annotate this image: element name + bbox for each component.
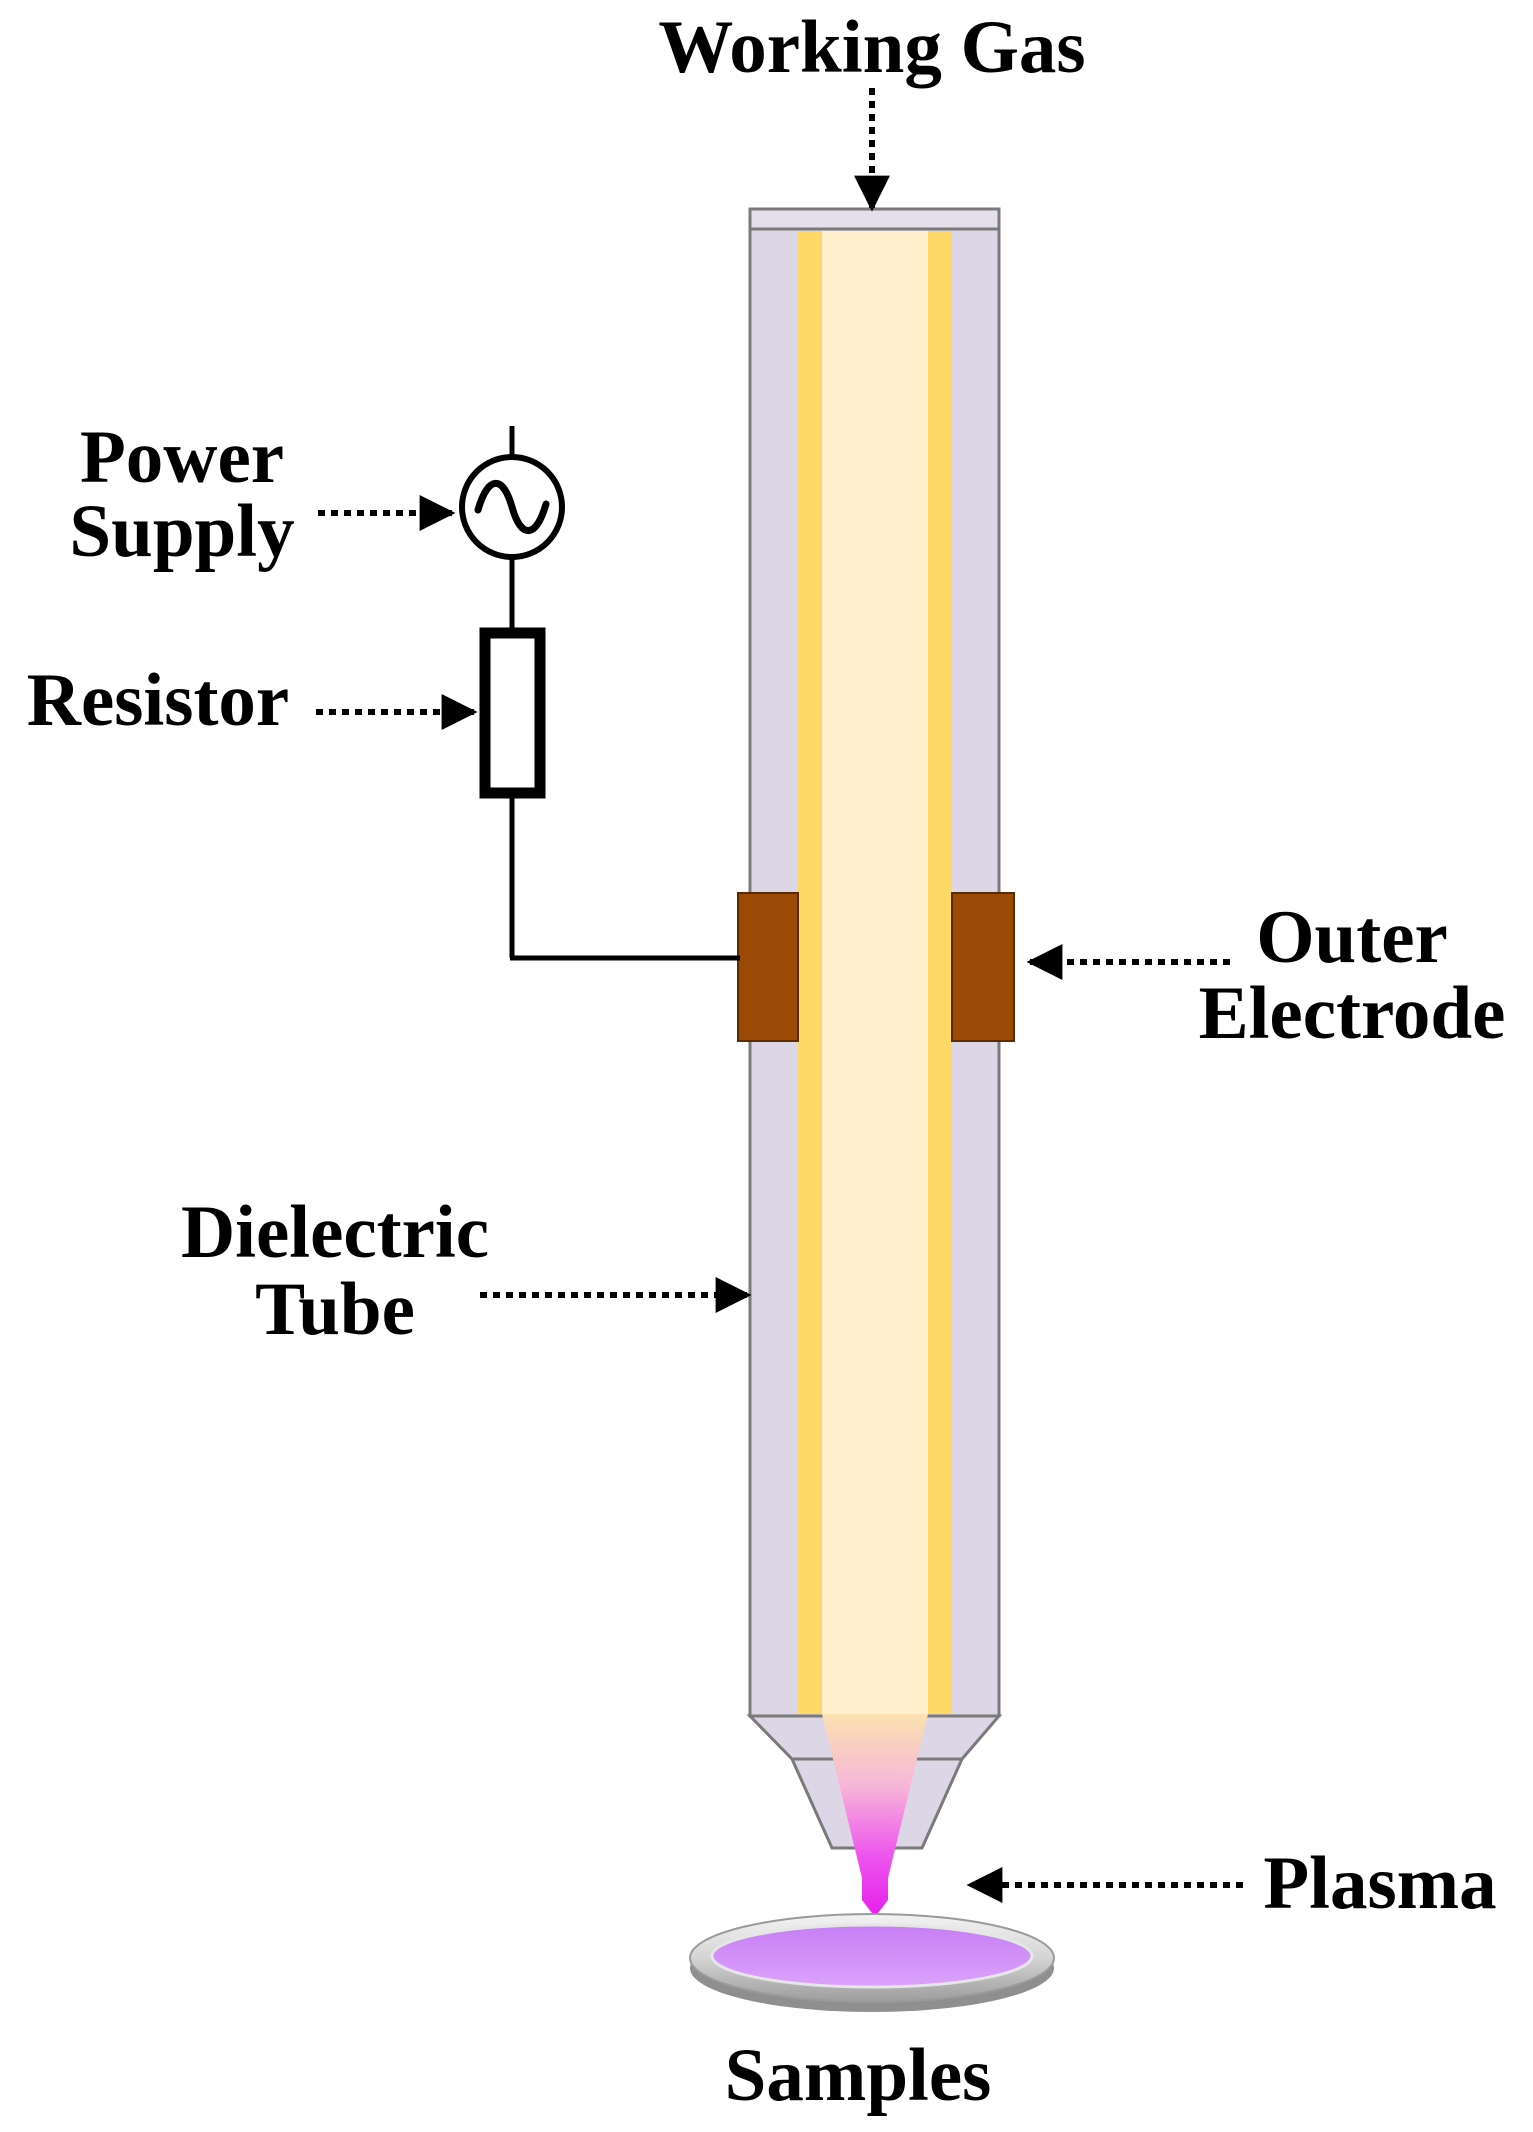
inner-wall-right [928, 231, 952, 1714]
ac-source-icon [459, 454, 565, 560]
outer-electrode-right [951, 892, 1015, 1042]
label-power-supply-line2: Supply [69, 490, 294, 573]
label-plasma: Plasma [1263, 1842, 1496, 1925]
label-working-gas: Working Gas [658, 6, 1085, 89]
label-outer-electrode-line2: Electrode [1199, 972, 1506, 1055]
label-samples: Samples [725, 2034, 992, 2117]
label-power-supply-line1: Power [80, 416, 284, 499]
petri-dish [689, 1913, 1055, 2012]
label-outer-electrode-line1: Outer [1256, 896, 1448, 979]
label-dielectric-tube-line2: Tube [255, 1268, 415, 1351]
gas-core [822, 231, 928, 1714]
inner-wall-left [798, 231, 822, 1714]
label-resistor: Resistor [27, 659, 289, 742]
outer-electrode-left [737, 892, 799, 1042]
label-dielectric-tube-line1: Dielectric [181, 1191, 489, 1274]
plasma-plume [822, 1714, 928, 1917]
circuit-wiring [509, 426, 740, 961]
resistor-icon [479, 627, 546, 799]
sample-liquid [712, 1925, 1032, 1987]
